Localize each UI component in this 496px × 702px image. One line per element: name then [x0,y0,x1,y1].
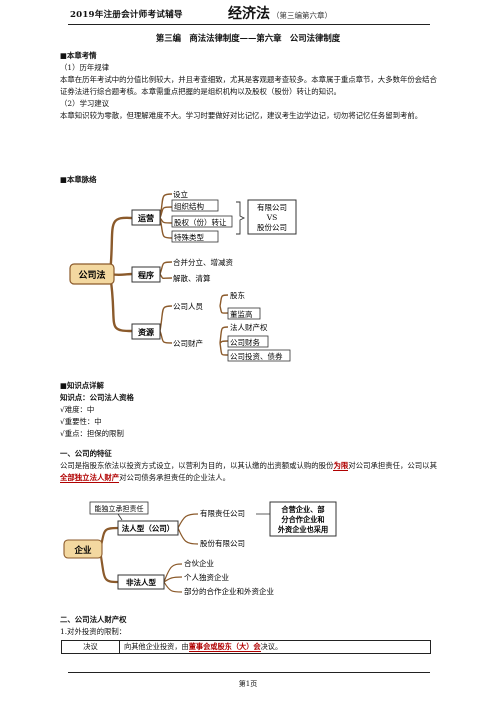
branch-ops-label: 运营 [138,213,154,223]
legal-item: 有限责任公司 [200,508,245,518]
property-item: 公司投资、债券 [230,351,283,361]
mindmap-root-box [69,263,115,285]
right-callout-line: 分合作企业和 [281,515,324,524]
compare-line: VS [266,213,278,222]
property-item: 法人财产权 [230,322,268,332]
page-header: 2019年注册会计师考试辅导 经济法（第三编第六章） [0,0,496,30]
right-callout-line: 合营企业、部 [280,505,324,514]
difficulty-line: √难度：中 [60,405,95,414]
compare-brace [236,201,246,235]
company-features-block: 一、公司的特征 公司是指股东依法以投资方式设立，以营利为目的，以其认缴的出资额或… [60,448,440,484]
page-footer: 第1页 [0,670,496,702]
top-callout-box [89,501,149,515]
property-item: 公司财务 [230,337,260,347]
history-label: （1）历年规律 [60,63,110,72]
branch-ops-box [131,209,161,226]
people-item: 股东 [230,290,245,300]
legal-type-box [117,520,179,536]
nonlegal-item: 部分的合作企业和外资企业 [184,586,274,596]
ops-item: 组织结构 [174,201,204,211]
header-study-guide-title: 2019年注册会计师考试辅导 [70,10,183,20]
point-title: 知识点：公司法人资格 [60,393,134,402]
chapter-title: 第三编 商法法律制度——第六章 公司法律制度 [155,33,341,43]
header-rule [68,24,430,25]
enterprise-root-box [63,539,103,559]
table-row: 决议 向其他企业投资，由董事会或股东（大）会决议。 [61,640,431,654]
proc-item: 解散、清算 [173,273,211,283]
advice-label: （2）学习建议 [60,99,110,108]
branch-res-line [108,272,134,333]
investment-limit-table: 决议 向其他企业投资，由董事会或股东（大）会决议。 [61,640,431,654]
s1-text-a: 公司是指股东依法以投资方式设立，以营利为目的，以其认缴的出资额或认购的股份 [60,461,334,470]
header-subject: 经济法 [228,6,270,22]
footer-rule [68,672,430,673]
branch-ops-line [108,216,134,276]
focus-line: √重点：担保的限制 [60,429,124,438]
legal-item: 股份有限公司 [200,538,245,548]
section1-text: 公司是指股东依法以投资方式设立，以营利为目的，以其认缴的出资额或认购的股份为限对… [60,460,440,484]
section1-title: 一、公司的特征 [60,449,112,458]
branch-proc-label: 程序 [138,270,154,280]
table-text-b: 决议。 [260,642,283,651]
legal-type-label: 法人型（公司） [122,523,175,533]
s1-emphasis-property: 全部独立法人财产 [60,473,120,483]
top-callout-label: 能独立承担责任 [95,504,144,513]
ops-item: 股权（份）转让 [174,217,227,227]
header-subject-sub: （第三编第六章） [272,11,332,20]
right-callout-box [269,501,337,537]
nonlegal-type-label: 非法人型 [126,577,156,587]
knowledge-block: ■知识点详解 知识点：公司法人资格 √难度：中 √重要性：中 √重点：担保的限制 [60,380,440,440]
s1-text-b: 对公司承担责任，公司以其 [348,461,437,470]
table-cell-content: 向其他企业投资，由董事会或股东（大）会决议。 [119,640,431,654]
property-rights-block: 二、公司法人财产权 1.对外投资的限制： [60,614,440,638]
context-heading: ■本章脉络 [60,175,97,184]
advice-text: 本章知识较为零散，但理解难度不大。学习时要做好对比记忆，建议考生边学边记，切勿将… [60,111,423,120]
exam-situation-heading: ■本章考情 [60,51,97,60]
compare-box [247,199,297,235]
compare-line: 股份公司 [257,222,287,232]
branch-res-box [131,323,161,340]
right-callout-line: 外资企业也采用 [277,525,328,534]
table-cell-label: 决议 [61,640,120,654]
enterprise-mindmap: 企业 能独立承担责任 法人型（公司） 有限责任公司 股份有限公司 合营企业、部 … [63,501,337,596]
section2-title: 二、公司法人财产权 [60,615,127,624]
page-number: 第1页 [238,680,258,688]
nonlegal-type-box [117,574,165,590]
nonlegal-item: 个人独资企业 [184,572,229,582]
s1-text-c: 对公司债务承担责任的企业法人。 [119,473,231,482]
compare-line: 有限公司 [257,202,287,212]
detail-heading: ■知识点详解 [60,381,104,390]
header-subject-title: 经济法（第三编第六章） [228,3,332,23]
people-item: 董监高 [230,309,253,319]
proc-item: 合并分立、增减资 [173,257,233,267]
table-text-a: 向其他企业投资，由 [124,642,189,651]
ops-item: 设立 [173,189,188,199]
res-property-label: 公司财产 [173,338,203,348]
s1-emphasis-limit: 为限 [333,461,349,471]
enterprise-root-label: 企业 [73,545,92,556]
chapter-mindmap: 公司法 运营 程序 资源 设立 组织结构 股权（份）转让 特殊类型 有限公司 V… [69,189,297,362]
ops-items: 设立 组织结构 股权（份）转让 特殊类型 [171,189,233,243]
importance-line: √重要性：中 [60,417,102,426]
exam-situation-block: ■本章考情 （1）历年规律 本章在历年考试中的分值比例较大，并且考查细致，尤其是… [60,50,440,122]
history-text: 本章在历年考试中的分值比例较大，并且考查细致，尤其是客观题考查较多。本章属于重点… [60,75,437,96]
branch-res-label: 资源 [138,327,154,337]
nonlegal-item: 合伙企业 [184,558,214,568]
mindmap-root-label: 公司法 [78,269,105,281]
ops-item: 特殊类型 [174,232,204,242]
branch-proc-box [131,266,161,283]
section2-item: 1.对外投资的限制： [60,627,127,636]
res-people-label: 公司人员 [173,302,203,311]
table-emphasis: 董事会或股东（大）会 [188,642,261,652]
